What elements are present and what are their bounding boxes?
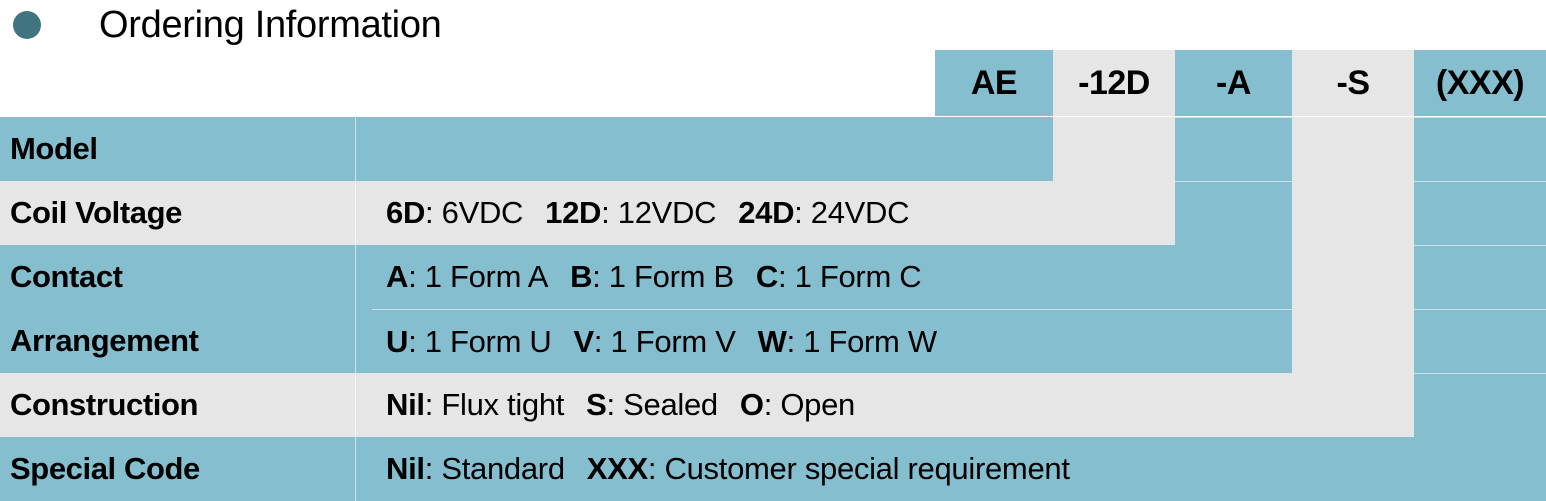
option-code-c: C (755, 259, 778, 294)
row-label-contact: Contact (10, 259, 123, 294)
option-code-v: V (573, 323, 595, 359)
option-code-w: W (757, 323, 787, 359)
row-contact-divider (355, 245, 372, 309)
row-model-desc-bg (372, 117, 1053, 181)
row-coil-voltage-col-xxx (1414, 181, 1546, 245)
row-coil-voltage-desc-bg: 6D: 6VDC 12D: 12VDC 24D: 24VDC (372, 181, 1175, 245)
row-coil-voltage-col-a (1175, 181, 1292, 245)
option-desc-nil-construction: : Flux tight (424, 387, 565, 422)
row-label-model: Model (10, 131, 98, 166)
header-cell-coil-voltage: -12D (1053, 50, 1175, 116)
header-code-coil-voltage: -12D (1078, 63, 1150, 102)
header-cell-special-code: (XXX) (1414, 50, 1546, 116)
option-desc-u: : 1 Form U (408, 323, 552, 359)
option-desc-nil-special: : Standard (424, 451, 565, 486)
option-desc-6d: : 6VDC (425, 195, 524, 230)
row-model-label-bg: Model (0, 117, 355, 181)
row-arrangement-col-xxx (1414, 309, 1546, 373)
row-label-special-code: Special Code (10, 451, 200, 486)
row-special-code-divider (355, 437, 372, 501)
row-desc-arrangement: U: 1 Form U V: 1 Form V W: 1 Form W (372, 310, 1292, 373)
header-cell-construction: -S (1292, 50, 1414, 116)
row-coil-voltage-label-bg: Coil Voltage (0, 181, 355, 245)
option-code-b: B (570, 259, 593, 294)
option-code-nil-construction: Nil (386, 387, 425, 422)
option-desc-xxx: : Customer special requirement (647, 451, 1070, 486)
row-contact-desc-bg: A: 1 Form A B: 1 Form B C: 1 Form C (372, 245, 1292, 309)
row-model-divider (355, 117, 372, 181)
row-contact-col-s (1292, 245, 1414, 309)
option-desc-b: : 1 Form B (592, 259, 734, 294)
option-desc-a: : 1 Form A (408, 259, 549, 294)
row-label-construction: Construction (10, 387, 199, 422)
row-desc-coil-voltage: 6D: 6VDC 12D: 12VDC 24D: 24VDC (372, 181, 1175, 245)
row-desc-construction: Nil: Flux tight S: Sealed O: Open (372, 373, 1414, 437)
bullet-dot-icon (13, 11, 41, 39)
option-desc-w: : 1 Form W (786, 323, 938, 359)
row-construction-label-bg: Construction (0, 373, 355, 437)
row-special-code-label-bg: Special Code (0, 437, 355, 501)
option-desc-v: : 1 Form V (593, 323, 736, 359)
option-code-a: A (386, 259, 409, 294)
option-desc-s: : Sealed (606, 387, 719, 422)
page-title: Ordering Information (99, 4, 442, 46)
row-desc-special-code: Nil: Standard XXX: Customer special requ… (372, 437, 1546, 501)
row-model-col-12d (1053, 117, 1175, 181)
option-code-6d: 6D (386, 195, 426, 230)
row-coil-voltage-divider (355, 181, 372, 245)
header-code-special-code: (XXX) (1435, 63, 1525, 102)
option-code-s: S (586, 387, 607, 422)
option-code-u: U (386, 323, 409, 359)
row-label-arrangement: Arrangement (10, 323, 199, 358)
header-cell-contact: -A (1175, 50, 1292, 116)
option-code-24d: 24D (738, 195, 795, 230)
header-code-construction: -S (1336, 63, 1371, 102)
row-arrangement-desc-bg: U: 1 Form U V: 1 Form V W: 1 Form W (372, 309, 1292, 373)
option-desc-o: : Open (763, 387, 856, 422)
option-code-xxx: XXX (586, 451, 648, 486)
row-coil-voltage-col-s (1292, 181, 1414, 245)
row-label-coil-voltage: Coil Voltage (10, 195, 183, 230)
option-code-o: O (739, 387, 764, 422)
header-code-model: AE (970, 63, 1018, 102)
row-arrangement-col-s (1292, 309, 1414, 373)
slide-title-block: Ordering Information (0, 0, 1546, 50)
header-cell-model: AE (935, 50, 1053, 116)
row-model-col-a (1175, 117, 1292, 181)
option-desc-24d: : 24VDC (794, 195, 910, 230)
row-desc-contact: A: 1 Form A B: 1 Form B C: 1 Form C (372, 245, 1292, 309)
row-special-code-desc-bg: Nil: Standard XXX: Customer special requ… (372, 437, 1546, 501)
row-arrangement-divider (355, 309, 372, 373)
header-code-contact: -A (1216, 63, 1251, 102)
row-model-col-s (1292, 117, 1414, 181)
row-model-col-xxx (1414, 117, 1546, 181)
row-construction-col-xxx (1414, 373, 1546, 437)
ordering-information-table: AE -12D -A -S (XXX) Model Coil Voltage 6… (0, 50, 1546, 501)
row-construction-divider (355, 373, 372, 437)
row-construction-desc-bg: Nil: Flux tight S: Sealed O: Open (372, 373, 1414, 437)
row-contact-label-bg: Contact (0, 245, 355, 309)
option-desc-12d: : 12VDC (601, 195, 717, 230)
row-arrangement-label-bg: Arrangement (0, 309, 355, 373)
option-desc-c: : 1 Form C (777, 259, 922, 294)
option-code-12d: 12D (545, 195, 602, 230)
option-code-nil-special: Nil (386, 451, 425, 486)
row-contact-col-xxx (1414, 245, 1546, 309)
